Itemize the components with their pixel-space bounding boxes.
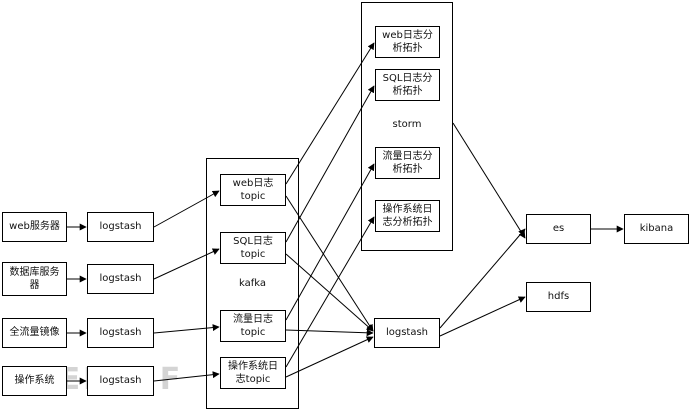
hdfs-node: hdfs bbox=[526, 282, 591, 312]
storm-topology-traffic: 流量日志分析拓扑 bbox=[375, 147, 440, 179]
kibana-node: kibana bbox=[624, 214, 689, 244]
source-full-traffic-mirror: 全流量镜像 bbox=[2, 318, 67, 348]
edge-topic-os-to-logstash-center bbox=[285, 336, 374, 378]
edge-topic-web-to-logstash-center bbox=[285, 195, 374, 332]
storm-topology-os: 操作系统日志分析拓扑 bbox=[375, 200, 440, 232]
logstash-shipper-4: logstash bbox=[87, 366, 154, 396]
source-operating-system: 操作系统 bbox=[2, 366, 67, 396]
source-database-server: 数据库服务器 bbox=[2, 262, 67, 296]
kafka-topic-sql: SQL日志topic bbox=[220, 232, 286, 264]
storm-label: storm bbox=[392, 119, 422, 130]
kafka-label: kafka bbox=[238, 278, 266, 289]
edge-storm-to-es bbox=[452, 122, 526, 239]
kafka-topic-os: 操作系统日志topic bbox=[220, 357, 286, 389]
kafka-topic-web: web日志topic bbox=[220, 174, 286, 206]
logstash-shipper-1: logstash bbox=[87, 212, 154, 242]
logstash-shipper-2: logstash bbox=[87, 264, 154, 294]
storm-topology-sql: SQL日志分析拓扑 bbox=[375, 69, 440, 101]
edge-logstash-center-to-hdfs bbox=[439, 296, 526, 337]
logstash-center: logstash bbox=[374, 318, 440, 348]
logstash-shipper-3: logstash bbox=[87, 318, 154, 348]
storm-topology-web: web日志分析拓扑 bbox=[375, 26, 440, 58]
edge-topic-traffic-to-logstash-center bbox=[285, 329, 374, 337]
source-web-server: web服务器 bbox=[2, 212, 67, 242]
kafka-topic-traffic: 流量日志topic bbox=[220, 310, 286, 342]
es-node: es bbox=[526, 214, 591, 244]
edge-topic-sql-to-logstash-center bbox=[285, 253, 374, 332]
